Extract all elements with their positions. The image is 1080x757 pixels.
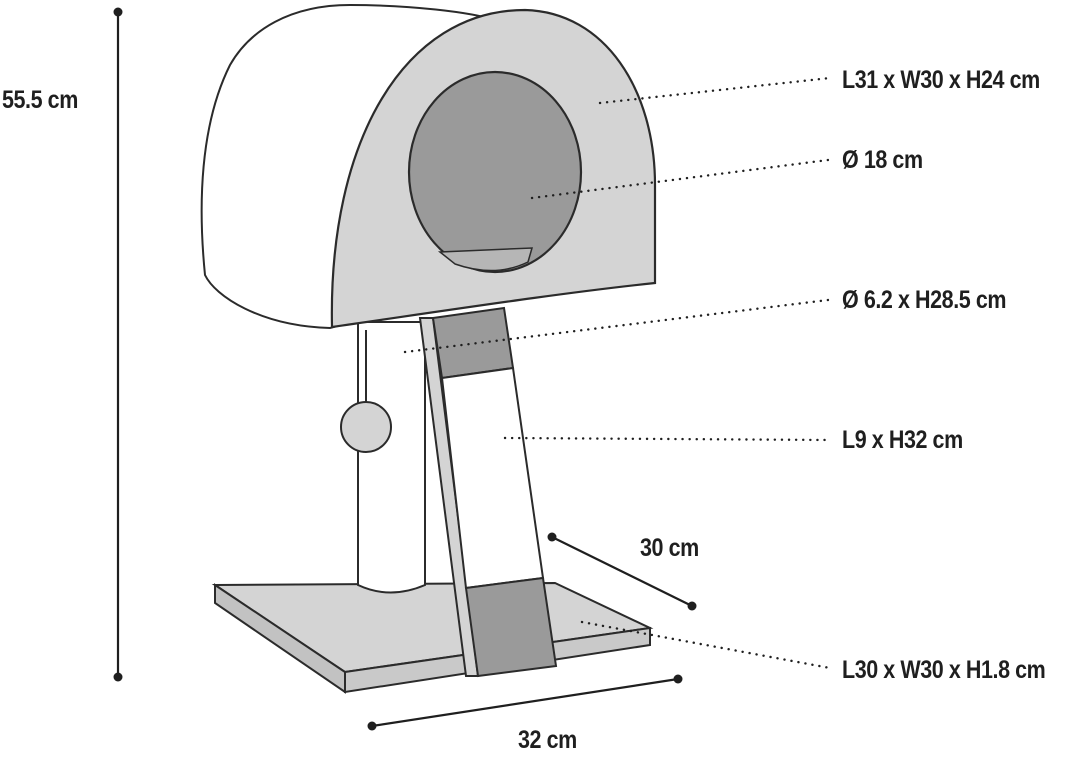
hanging-ball-toy [340, 330, 392, 453]
opening-diameter-label: Ø 18 cm [842, 146, 923, 174]
base-width-dimension-line [367, 674, 683, 731]
post-leader-line [403, 298, 830, 354]
scratching-ramp [418, 306, 558, 678]
base-depth-label: 30 cm [640, 534, 699, 562]
ramp-size-label: L9 x H32 cm [842, 426, 963, 454]
opening-leader-line [530, 158, 830, 200]
base-width-label: 32 cm [518, 726, 577, 754]
scratching-post [357, 321, 426, 594]
hood-opening [407, 70, 583, 274]
total-height-label: 55.5 cm [2, 86, 78, 114]
ramp-sisal-bottom [464, 576, 558, 678]
hood-leader-line [598, 76, 832, 105]
ramp-leader-line [503, 436, 830, 442]
base-size-label: L30 x W30 x H1.8 cm [842, 656, 1046, 684]
base-depth-dimension-line [547, 532, 697, 611]
post-size-label: Ø 6.2 x H28.5 cm [842, 286, 1007, 314]
ramp-sisal-top [431, 306, 515, 380]
total-height-dimension-line [113, 7, 123, 682]
base-plate [211, 581, 654, 694]
base-leader-line [580, 620, 832, 670]
hood-size-label: L31 x W30 x H24 cm [842, 66, 1040, 94]
hood-cave [200, 3, 657, 330]
opening-floor [437, 247, 534, 272]
